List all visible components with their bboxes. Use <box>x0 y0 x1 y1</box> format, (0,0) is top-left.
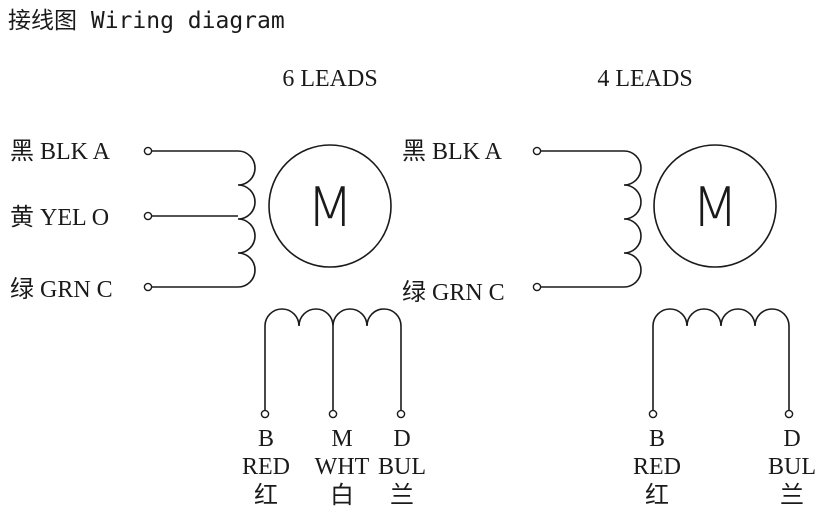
four-leads-diagram: 4 LEADS 黑 BLK A 绿 GRN C M B RED 红 D BUL … <box>402 66 816 509</box>
four-leads-zh-b: 红 <box>645 482 669 509</box>
four-leads-code-b: B <box>649 426 665 452</box>
four-leads-wire-label-a: 黑 BLK A <box>402 139 503 165</box>
four-leads-color-d: BUL <box>768 454 816 480</box>
six-leads-color-m: WHT <box>315 454 370 480</box>
six-leads-zh-m: 白 <box>330 482 354 509</box>
four-leads-motor <box>653 144 777 268</box>
six-leads-terminal-o <box>143 211 153 221</box>
four-leads-zh-d: 兰 <box>780 482 804 509</box>
six-leads-wire-label-o: 黄 YEL O <box>10 204 109 231</box>
four-leads-terminal-c <box>532 282 542 292</box>
six-leads-wire-label-c: 绿 GRN C <box>10 276 113 303</box>
six-leads-terminal-m <box>328 409 338 419</box>
four-leads-coil-ac <box>623 150 642 288</box>
six-leads-color-b: RED <box>242 454 290 480</box>
six-leads-color-d: BUL <box>378 454 426 480</box>
six-leads-code-d: D <box>393 426 410 452</box>
six-leads-zh-b: 红 <box>254 482 278 509</box>
six-leads-coil-aoc <box>237 150 256 288</box>
four-leads-terminal-b <box>648 409 658 419</box>
six-leads-code-b: B <box>258 426 274 452</box>
four-leads-motor-symbol: M <box>692 176 739 239</box>
four-leads-coil-bd <box>652 308 790 327</box>
four-leads-wire-label-c: 绿 GRN C <box>402 279 505 306</box>
six-leads-motor-symbol: M <box>307 176 354 239</box>
six-leads-diagram: 6 LEADS 黑 BLK A 黄 YEL O 绿 GRN C M B RED … <box>10 66 426 509</box>
six-leads-motor <box>268 144 392 268</box>
six-leads-header: 6 LEADS <box>282 66 377 92</box>
four-leads-code-d: D <box>783 426 800 452</box>
six-leads-coil-bmd <box>264 308 402 327</box>
diagram-title: 接线图 Wiring diagram <box>8 8 285 34</box>
six-leads-zh-d: 兰 <box>390 482 414 509</box>
four-leads-header: 4 LEADS <box>597 66 692 92</box>
six-leads-code-m: M <box>331 426 352 452</box>
six-leads-wire-label-a: 黑 BLK A <box>10 139 111 165</box>
six-leads-terminal-a <box>143 146 153 156</box>
four-leads-terminal-d <box>784 409 794 419</box>
six-leads-terminal-b <box>260 409 270 419</box>
six-leads-terminal-c <box>143 282 153 292</box>
six-leads-terminal-d <box>396 409 406 419</box>
four-leads-color-b: RED <box>633 454 681 480</box>
four-leads-terminal-a <box>532 146 542 156</box>
